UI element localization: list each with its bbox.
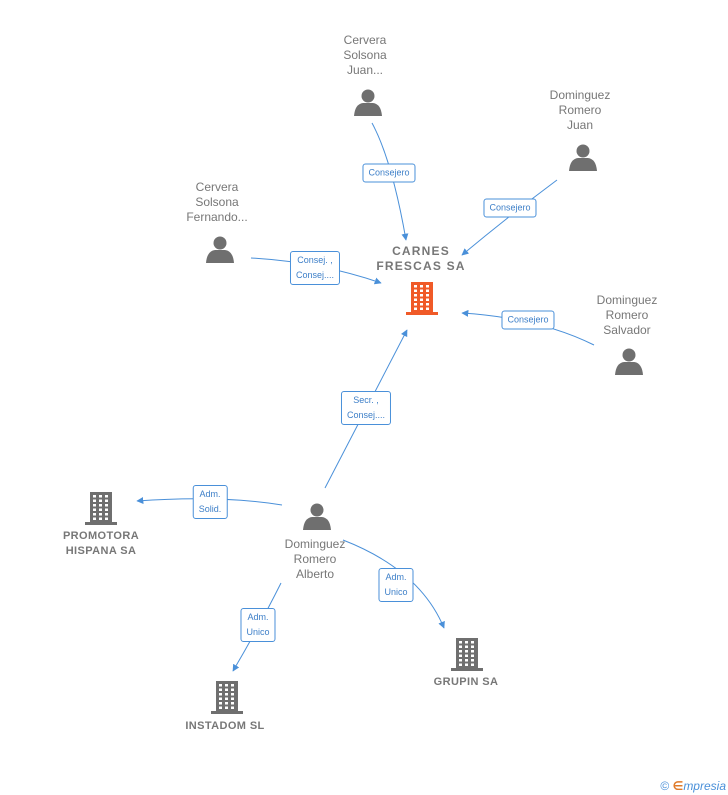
footer-brand[interactable]: © ∈mpresia: [660, 779, 726, 793]
building-icon-carnes[interactable]: [406, 282, 438, 315]
person-icon-cervera_juan[interactable]: [354, 89, 382, 117]
edge-label-dominguez-juan[interactable]: Consejero: [483, 198, 537, 218]
building-icon-instadom[interactable]: [211, 681, 243, 714]
edge-label-cervera-juan[interactable]: Consejero: [362, 163, 416, 183]
edge-label-dominguez-salvador[interactable]: Consejero: [501, 310, 555, 330]
node-label-dominguez-alberto[interactable]: Dominguez Romero Alberto: [284, 537, 346, 581]
node-label-grupin[interactable]: GRUPIN SA: [433, 676, 499, 688]
person-icon-dominguez_juan[interactable]: [569, 144, 597, 172]
brand-logo-mark: ∈: [672, 779, 684, 793]
icons-layer: [85, 89, 643, 714]
node-label-carnes[interactable]: CARNES FRESCAS SA: [376, 244, 466, 273]
node-label-promotora[interactable]: PROMOTORA HISPANA SA: [62, 530, 140, 557]
edge-label-cervera-fernando[interactable]: Consej. , Consej....: [289, 251, 341, 285]
copyright-icon: ©: [660, 779, 670, 793]
edge-label-grupin[interactable]: Adm. Unico: [378, 568, 414, 602]
node-label-instadom[interactable]: INSTADOM SL: [185, 720, 265, 732]
edge-dominguez_juan-carnes: [461, 179, 558, 256]
person-icon-dominguez_alberto[interactable]: [303, 503, 331, 531]
edge-label-dominguez-alberto-carnes[interactable]: Secr. , Consej....: [340, 391, 392, 425]
building-icon-grupin[interactable]: [451, 638, 483, 671]
node-label-cervera-fernando[interactable]: Cervera Solsona Fernando...: [186, 180, 248, 224]
node-label-dominguez-salvador[interactable]: Dominguez Romero Salvador: [596, 293, 658, 337]
person-icon-cervera_fernando[interactable]: [206, 236, 234, 264]
person-icon-dominguez_salvador[interactable]: [615, 348, 643, 376]
node-label-cervera-juan[interactable]: Cervera Solsona Juan...: [343, 33, 387, 77]
edge-label-instadom[interactable]: Adm. Unico: [240, 608, 276, 642]
node-label-dominguez-juan[interactable]: Dominguez Romero Juan: [549, 88, 611, 132]
building-icon-promotora[interactable]: [85, 492, 117, 525]
edge-label-promotora[interactable]: Adm. Solid.: [192, 485, 228, 519]
brand-logo-text: mpresia: [683, 779, 726, 793]
